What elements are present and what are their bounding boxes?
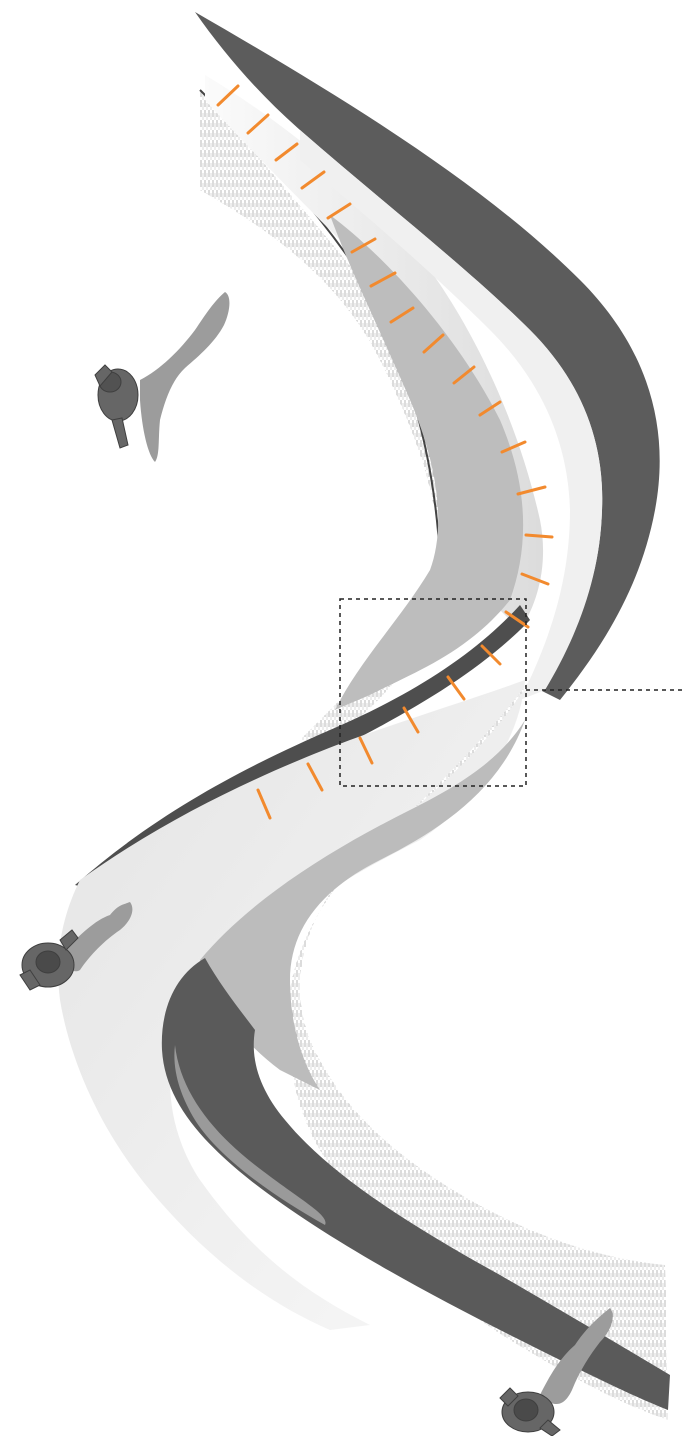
- figure-top-left: [95, 292, 229, 462]
- figure-shadow: [140, 292, 229, 462]
- tick-mark: [526, 535, 552, 537]
- figure-head: [36, 951, 60, 973]
- figure-head: [514, 1399, 538, 1421]
- figure-leg: [112, 418, 128, 448]
